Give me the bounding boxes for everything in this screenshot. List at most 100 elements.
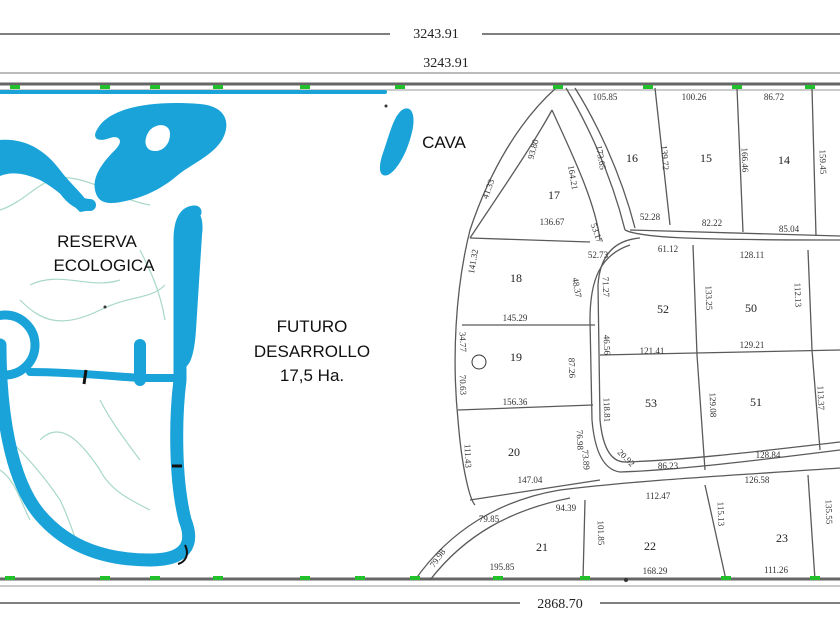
lot-measurement: 133.25 — [704, 285, 715, 311]
lot-measurement: 129.08 — [708, 392, 719, 418]
lot-measurement: 86.23 — [658, 461, 679, 471]
lot-measurement: 70.63 — [458, 375, 469, 396]
lot-number: 21 — [536, 540, 548, 554]
lot-measurement: 129.21 — [740, 340, 765, 350]
lot-measurement: 168.29 — [643, 566, 668, 576]
lot-measurement: 195.85 — [490, 562, 515, 572]
lot-measurement: 112.13 — [793, 283, 804, 308]
boundary-marker — [810, 576, 820, 580]
future-label-line3: 17,5 Ha. — [280, 366, 344, 385]
lot-measurement: 111.26 — [764, 565, 789, 575]
lot-number: 51 — [750, 395, 762, 409]
boundary-marker — [300, 85, 310, 89]
lot-measurement: 52.73 — [588, 250, 609, 260]
lot-measurement: 126.58 — [745, 475, 770, 485]
lot-measurement: 94.39 — [556, 503, 577, 513]
lot-measurement: 164.21 — [566, 164, 580, 190]
reserve-east-channel — [174, 209, 203, 369]
lot-measurement: 52.28 — [640, 212, 661, 222]
boundary-marker — [5, 576, 15, 580]
future-development-label: FUTURO DESARROLLO 17,5 Ha. — [254, 317, 370, 385]
dimension-bottom: 2868.70 — [537, 597, 583, 612]
reserve-lagoon — [94, 103, 227, 203]
boundary-marker — [100, 85, 110, 89]
boundary-marker — [300, 576, 310, 580]
lot-measurement: 85.04 — [779, 224, 800, 234]
lot-number: 23 — [776, 531, 788, 545]
lot-measurement: 136.67 — [540, 217, 565, 227]
lot-measurement: 79.98 — [428, 547, 448, 570]
lot-measurement: 48.37 — [570, 277, 583, 299]
boundary-marker — [643, 85, 653, 89]
lot-number: 15 — [700, 151, 712, 165]
lot-number: 16 — [626, 151, 638, 165]
cava-pond — [379, 108, 414, 176]
lot-measurement: 53.17 — [589, 222, 605, 245]
lot-number: 50 — [745, 301, 757, 315]
lot-measurement: 105.85 — [593, 92, 618, 102]
boundary-marker — [732, 85, 742, 89]
lot-measurement: 112.47 — [646, 491, 671, 501]
lot-measurement: 156.36 — [503, 397, 528, 407]
boundary-marker — [10, 85, 20, 89]
lot-measurement: 34.77 — [458, 332, 469, 353]
boundary-marker — [805, 85, 815, 89]
lot-number: 19 — [510, 350, 522, 364]
boundary-marker — [213, 85, 223, 89]
lot-measurement: 159.45 — [818, 149, 829, 175]
lot-measurement: 100.26 — [682, 92, 707, 102]
boundary-marker — [150, 85, 160, 89]
lot-number: 20 — [508, 445, 520, 459]
lot-number: 18 — [510, 271, 522, 285]
lot-measurement: 41.33 — [480, 177, 496, 200]
lot-measurement: 82.22 — [702, 218, 722, 228]
reserve-label: RESERVA ECOLOGICA — [53, 232, 155, 275]
lot-measurement: 145.29 — [503, 313, 528, 323]
lot-number: 52 — [657, 302, 669, 316]
boundary-marker — [355, 576, 365, 580]
lot-number: 53 — [645, 396, 657, 410]
reserve-label-line2: ECOLOGICA — [53, 256, 155, 275]
lot-measurement: 73.89 — [580, 449, 592, 471]
lot-measurement: 135.55 — [824, 499, 835, 525]
boundary-marker — [553, 85, 563, 89]
lot-measurement: 20.92 — [615, 447, 636, 468]
dimension-top-outer: 3243.91 — [413, 27, 459, 42]
lot-measurement: 139.72 — [659, 145, 671, 171]
future-label-line1: FUTURO — [277, 317, 348, 336]
lot-measurement: 87.26 — [567, 358, 578, 379]
lot-measurement: 115.13 — [716, 502, 727, 527]
lot-measurement: 118.81 — [602, 398, 613, 423]
dimension-top-inner: 3243.91 — [423, 56, 469, 71]
lot-measurement: 79.85 — [479, 514, 500, 524]
lot-measurement: 101.85 — [596, 520, 607, 546]
lot-measurement: 71.27 — [601, 277, 612, 298]
future-label-line2: DESARROLLO — [254, 342, 370, 361]
lot-number: 17 — [548, 188, 560, 202]
lot-measurement: 173.65 — [594, 144, 608, 171]
lot-measurements: 105.85 100.26 86.72 173.65 139.72 166.46 159.4… — [428, 92, 835, 576]
lot-measurement: 141.32 — [466, 248, 480, 274]
cava-label: CAVA — [422, 133, 466, 152]
lot-measurement: 76.98 — [575, 430, 586, 451]
boundary-marker — [410, 576, 420, 580]
lot-number: 22 — [644, 539, 656, 553]
boundary-marker — [213, 576, 223, 580]
boundary-markers — [5, 85, 820, 580]
lot-measurement: 113.37 — [816, 386, 827, 411]
lot-measurement: 147.04 — [518, 475, 543, 485]
boundary-marker — [100, 576, 110, 580]
lot-lines — [414, 87, 840, 581]
lot-measurement: 86.72 — [764, 92, 784, 102]
reserve-west-basin — [0, 139, 92, 212]
lot-measurement: 111.43 — [463, 444, 474, 469]
lot-measurement: 166.46 — [740, 147, 751, 173]
lot-measurement: 121.41 — [640, 346, 665, 356]
boundary-marker — [721, 576, 731, 580]
lot-measurement: 128.11 — [740, 250, 764, 260]
boundary-marker — [493, 576, 503, 580]
boundary-marker — [395, 85, 405, 89]
lot-measurement: 93.80 — [526, 138, 541, 161]
